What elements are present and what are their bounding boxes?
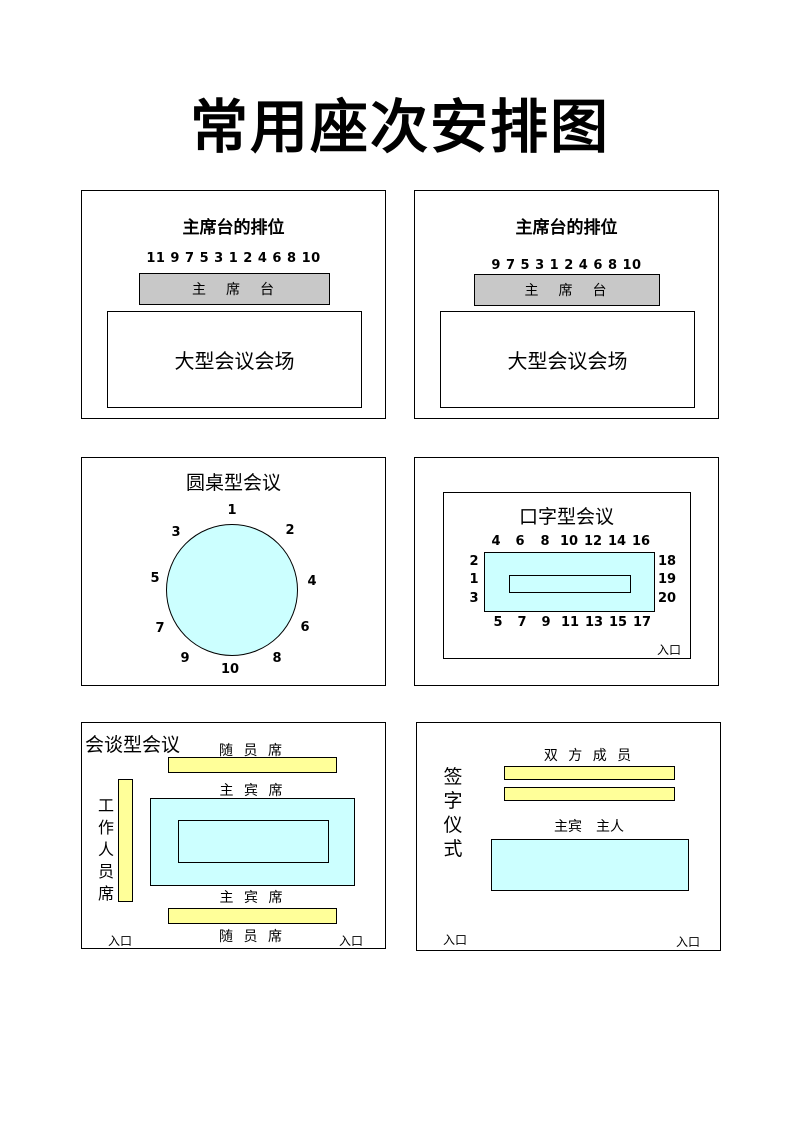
seat-8: 8 — [272, 651, 282, 666]
seat-20: 20 — [657, 591, 677, 606]
seat-15: 15 — [608, 615, 628, 630]
host-top-label: 主 宾 席 — [219, 783, 286, 799]
seat-9: 9 — [180, 651, 190, 666]
seat-17: 17 — [632, 615, 652, 630]
seat-10: 10 — [559, 534, 579, 549]
seat-order-numbers: 9 7 5 3 1 2 4 6 8 10 — [491, 258, 642, 273]
round-table — [166, 524, 298, 656]
seat-13: 13 — [584, 615, 604, 630]
members-bench-1 — [504, 766, 675, 780]
seat-7: 7 — [155, 621, 165, 636]
panel-title: 主席台的排位 — [515, 218, 618, 238]
hall-box: 大型会议会场 — [107, 311, 362, 408]
table-center — [178, 820, 329, 863]
host-bottom-label: 主 宾 席 — [219, 890, 286, 906]
page-title: 常用座次安排图 — [189, 93, 610, 161]
seat-14: 14 — [607, 534, 627, 549]
panel-talks: 会谈型会议 随 员 席 主 宾 席 主 宾 席 随 员 席 工 作 人 员 席 … — [81, 722, 386, 949]
entrance-label: 入口 — [657, 643, 682, 657]
seat-6: 6 — [515, 534, 525, 549]
seat-4: 4 — [307, 574, 317, 589]
panel-signing: 签 字 仪 式 双 方 成 员 主宾 主人 入口 入口 — [416, 722, 721, 951]
hall-box: 大型会议会场 — [440, 311, 695, 408]
seat-1: 1 — [469, 572, 479, 587]
entrance-left-label: 入口 — [443, 933, 468, 947]
seat-4: 4 — [491, 534, 501, 549]
signing-table — [491, 839, 689, 891]
seat-5: 5 — [493, 615, 503, 630]
seat-5: 5 — [150, 571, 160, 586]
seat-19: 19 — [657, 572, 677, 587]
members-label: 双 方 成 员 — [543, 748, 635, 764]
seat-7: 7 — [517, 615, 527, 630]
members-bench-2 — [504, 787, 675, 801]
entrance-right-label: 入口 — [339, 934, 364, 948]
panel-title: 主席台的排位 — [182, 218, 285, 238]
panel-podium-even: 主席台的排位 9 7 5 3 1 2 4 6 8 10 主 席 台 大型会议会场 — [414, 190, 719, 419]
attendants-bottom-label: 随 员 席 — [219, 929, 285, 945]
panel-round-table: 圆桌型会议 1 2 3 4 5 6 7 8 9 10 — [81, 457, 386, 686]
panel-title: 签 字 仪 式 — [443, 766, 463, 860]
staff-bench — [118, 779, 133, 902]
panel-title: 口字型会议 — [518, 506, 614, 528]
attendants-top-bench — [168, 757, 337, 773]
entrance-right-label: 入口 — [676, 935, 701, 949]
seat-8: 8 — [540, 534, 550, 549]
attendants-top-label: 随 员 席 — [219, 743, 285, 759]
seat-16: 16 — [631, 534, 651, 549]
seat-18: 18 — [657, 554, 677, 569]
entrance-left-label: 入口 — [108, 934, 133, 948]
podium-box: 主 席 台 — [139, 273, 330, 305]
seat-11: 11 — [560, 615, 580, 630]
room-outline — [443, 492, 691, 659]
seat-6: 6 — [300, 620, 310, 635]
seat-2: 2 — [469, 554, 479, 569]
staff-label: 工 作 人 员 席 — [97, 796, 114, 903]
seat-3: 3 — [469, 591, 479, 606]
seat-9: 9 — [541, 615, 551, 630]
podium-box: 主 席 台 — [474, 274, 660, 306]
panel-podium-odd: 主席台的排位 11 9 7 5 3 1 2 4 6 8 10 主 席 台 大型会… — [81, 190, 386, 419]
seat-12: 12 — [583, 534, 603, 549]
seat-3: 3 — [171, 525, 181, 540]
panel-title: 圆桌型会议 — [185, 472, 281, 494]
seat-1: 1 — [227, 503, 237, 518]
panel-title: 会谈型会议 — [85, 734, 181, 756]
table-center — [509, 575, 631, 593]
seat-10: 10 — [220, 662, 240, 677]
seat-order-numbers: 11 9 7 5 3 1 2 4 6 8 10 — [146, 251, 321, 266]
seat-2: 2 — [285, 523, 295, 538]
principals-label: 主宾 主人 — [554, 819, 624, 835]
attendants-bottom-bench — [168, 908, 337, 924]
